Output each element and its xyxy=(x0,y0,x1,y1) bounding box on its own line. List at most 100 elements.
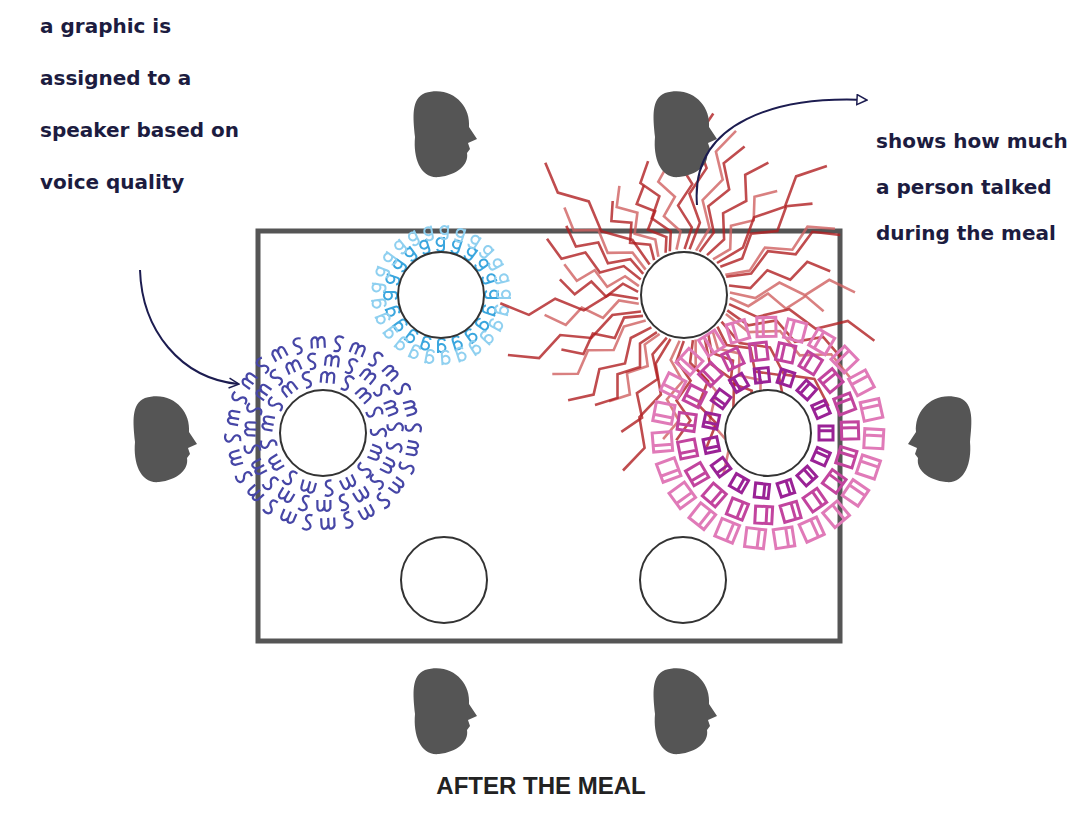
voice-glyph xyxy=(366,406,383,419)
voice-glyph xyxy=(225,433,240,442)
plate xyxy=(725,390,811,476)
voice-glyph xyxy=(831,346,858,373)
diner-head xyxy=(654,668,717,754)
voice-glyph xyxy=(856,455,880,479)
voice-glyph xyxy=(358,504,375,520)
voice-glyph xyxy=(407,230,420,246)
voice-glyph xyxy=(269,369,285,386)
voice-glyph xyxy=(726,498,748,520)
voice-glyph xyxy=(702,483,726,507)
voice-glyph xyxy=(777,479,795,497)
voice-glyph xyxy=(755,506,773,524)
diner-head xyxy=(414,91,477,177)
voice-glyph xyxy=(799,351,822,374)
voice-glyph xyxy=(749,342,768,361)
voice-glyph xyxy=(293,338,305,355)
voice-glyph xyxy=(325,355,339,367)
voice-glyph xyxy=(308,353,318,369)
voice-glyph xyxy=(385,306,401,317)
voice-glyph xyxy=(703,437,720,454)
voice-glyph xyxy=(783,319,806,342)
voice-glyph xyxy=(384,274,400,285)
voice-glyph xyxy=(371,299,386,308)
plate xyxy=(640,537,726,623)
voice-glyph xyxy=(480,330,495,345)
voice-glyph xyxy=(454,227,465,243)
voice-glyph xyxy=(244,443,260,454)
voice-glyph xyxy=(375,492,391,509)
voice-glyph xyxy=(386,442,402,453)
voice-glyph xyxy=(780,501,801,522)
voice-glyph xyxy=(271,346,288,362)
voice-glyph xyxy=(699,362,723,386)
voice-glyph xyxy=(323,480,332,496)
voice-glyph xyxy=(677,412,696,431)
voice-glyph xyxy=(384,400,399,416)
voice-glyph xyxy=(729,373,748,392)
voice-glyph xyxy=(394,336,409,352)
callout-note: a graphic is assigned to a speaker based… xyxy=(40,0,240,208)
voice-glyph xyxy=(255,357,271,374)
voice-glyph xyxy=(730,280,855,298)
voice-glyph xyxy=(345,358,358,375)
voice-glyph xyxy=(479,244,494,259)
voice-glyph xyxy=(247,485,264,502)
voice-glyph xyxy=(403,400,417,415)
diner-head xyxy=(908,396,971,482)
voice-glyph xyxy=(442,350,450,365)
voice-glyph xyxy=(494,273,510,284)
voice-glyph xyxy=(235,469,252,483)
voice-glyph xyxy=(246,403,263,416)
voice-glyph xyxy=(406,441,419,456)
voice-glyph xyxy=(268,454,284,471)
voice-glyph xyxy=(864,429,884,449)
voice-glyph xyxy=(340,475,356,491)
voice-glyph xyxy=(229,450,243,465)
voice-glyph xyxy=(797,380,817,400)
voice-glyph xyxy=(355,387,372,404)
voice-glyph xyxy=(375,313,391,325)
voice-glyph xyxy=(227,410,240,425)
voice-glyph xyxy=(302,514,313,530)
voice-glyph xyxy=(281,381,298,398)
voice-glyph xyxy=(456,347,467,363)
voice-glyph xyxy=(380,457,396,474)
voice-glyph xyxy=(819,369,843,393)
voice-glyph xyxy=(342,512,354,529)
voice-glyph xyxy=(302,371,314,388)
voice-glyph xyxy=(797,466,817,486)
voice-glyph xyxy=(653,402,675,424)
voice-glyph xyxy=(842,480,868,506)
voice-glyph xyxy=(809,329,835,355)
voice-glyph xyxy=(382,252,398,266)
voice-glyph xyxy=(321,518,335,530)
voice-glyph xyxy=(823,501,850,528)
voice-glyph xyxy=(353,486,370,502)
callout-note: shows how much a person talked during th… xyxy=(876,118,1074,256)
voice-glyph xyxy=(341,375,355,392)
voice-glyph xyxy=(678,439,698,459)
voice-glyph xyxy=(280,509,296,524)
voice-glyph xyxy=(819,426,833,440)
voice-glyph xyxy=(241,372,257,389)
voice-glyph xyxy=(834,393,856,415)
voice-glyph xyxy=(676,348,703,375)
voice-glyph xyxy=(660,373,685,398)
voice-glyph xyxy=(311,337,325,349)
voice-glyph xyxy=(374,267,390,279)
voice-glyph xyxy=(371,283,386,292)
voice-glyph xyxy=(317,500,330,511)
voice-glyph xyxy=(497,290,511,297)
voice-glyph xyxy=(423,226,433,241)
voice-glyph xyxy=(711,457,731,477)
voice-glyph xyxy=(260,438,276,449)
diner-head xyxy=(134,396,197,482)
voice-glyph xyxy=(394,383,411,397)
voice-glyph xyxy=(545,163,649,265)
voice-glyph xyxy=(425,349,435,364)
voice-glyph xyxy=(754,368,769,383)
voice-glyph xyxy=(489,318,505,331)
voice-glyph xyxy=(703,413,720,430)
voice-glyph xyxy=(262,475,278,491)
plates xyxy=(280,252,811,623)
